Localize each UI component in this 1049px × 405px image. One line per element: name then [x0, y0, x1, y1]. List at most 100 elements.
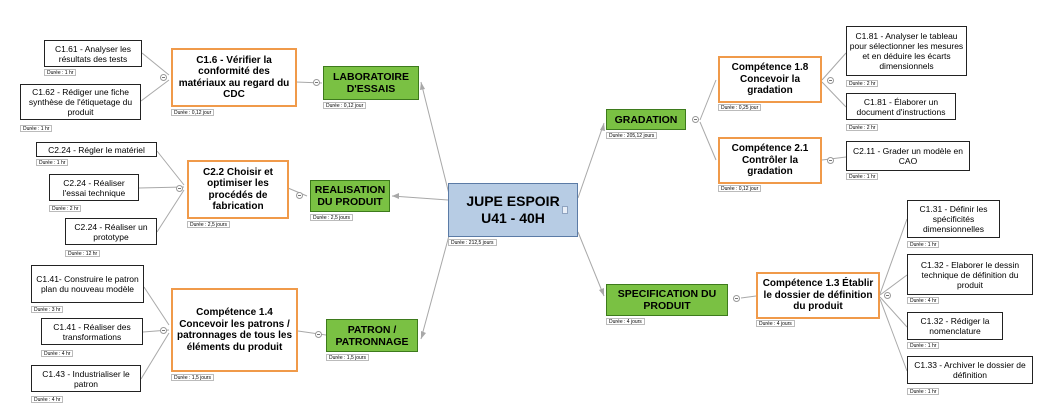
task-c211-label: C2.11 - Grader un modèle en CAO: [853, 146, 963, 166]
task-c131[interactable]: C1.31 - Définir les spécificités dimensi…: [907, 200, 1000, 238]
task-c161[interactable]: C1.61 - Analyser les résultats des tests: [44, 40, 142, 67]
connector-c22-t224a: [156, 150, 185, 186]
competence-c22-duration: Durée : 2,5 jours: [187, 221, 230, 228]
task-c181-elaborer-duration: Durée : 2 hr: [846, 124, 879, 131]
collapse-toggle-specification[interactable]: [733, 295, 740, 302]
branch-patron[interactable]: PATRON / PATRONNAGE: [326, 319, 418, 352]
task-c143[interactable]: C1.43 - Industrialiser le patron: [31, 365, 141, 392]
collapse-toggle-c21[interactable]: [827, 157, 834, 164]
task-c181-elaborer-label: C1.81 - Élaborer un document d'instructi…: [856, 96, 946, 117]
task-c162-label: C1.62 - Rédiger une fiche synthèse de l'…: [28, 87, 133, 117]
task-c224-regler[interactable]: C2.24 - Régler le matériel: [36, 142, 157, 157]
task-c161-duration: Durée : 1 hr: [44, 69, 77, 76]
task-c162-duration: Durée : 1 hr: [20, 125, 53, 132]
collapse-toggle-realisation[interactable]: [296, 192, 303, 199]
competence-c13[interactable]: Compétence 1.3 Établir le dossier de déf…: [756, 272, 880, 319]
branch-realisation[interactable]: REALISATION DU PRODUIT: [310, 180, 390, 212]
competence-c14-label: Compétence 1.4 Concevoir les patrons / p…: [176, 307, 293, 353]
task-c133[interactable]: C1.33 - Archiver le dossier de définitio…: [907, 356, 1033, 384]
collapse-toggle-patron[interactable]: [315, 331, 322, 338]
task-c141-transformations-label: C1.41 - Réaliser des transformations: [53, 321, 131, 342]
task-c132-dessin-label: C1.32 - Elaborer le dessin technique de …: [920, 259, 1020, 290]
task-c132-nomenclature[interactable]: C1.32 - Rédiger la nomenclature: [907, 312, 1003, 340]
branch-laboratoire-duration: Durée : 0,12 jour: [323, 102, 367, 109]
branch-patron-duration: Durée : 1,5 jours: [326, 354, 369, 361]
connector-central-gradation: [577, 122, 605, 199]
connector-c13-t133: [879, 298, 908, 372]
competence-c16[interactable]: C1.6 - Vérifier la conformité des matéri…: [171, 48, 297, 107]
connector-central-laboratoire: [420, 81, 451, 199]
task-c224-prototype-label: C2.24 - Réaliser un prototype: [74, 221, 148, 242]
competence-c21[interactable]: Compétence 2.1 Contrôler la gradation: [718, 137, 822, 184]
branch-specification[interactable]: SPECIFICATION DU PRODUIT: [606, 284, 728, 316]
task-c131-duration: Durée : 1 hr: [907, 241, 940, 248]
task-c224-essai-label: C2.24 - Réaliser l'essai technique: [62, 177, 126, 198]
connector-c16-t162: [140, 79, 170, 102]
task-c133-duration: Durée : 1 hr: [907, 388, 940, 395]
task-c141-transformations[interactable]: C1.41 - Réaliser des transformations: [41, 318, 143, 345]
branch-laboratoire-label: LABORATOIRE D'ESSAIS: [332, 71, 410, 95]
task-c181-analyser-label: C1.81 - Analyser le tableau pour sélecti…: [849, 31, 964, 71]
arrowhead-realisation: [392, 193, 399, 199]
task-c141-construire[interactable]: C1.41- Construire le patron plan du nouv…: [31, 265, 144, 303]
branch-specification-label: SPECIFICATION DU PRODUIT: [617, 288, 717, 312]
branch-patron-label: PATRON / PATRONNAGE: [335, 323, 409, 348]
collapse-toggle-gradation[interactable]: [692, 116, 699, 123]
collapse-toggle-c22[interactable]: [176, 185, 183, 192]
task-c141-construire-label: C1.41- Construire le patron plan du nouv…: [36, 274, 139, 294]
competence-c18-label: Compétence 1.8 Concevoir la gradation: [731, 62, 809, 97]
branch-laboratoire[interactable]: LABORATOIRE D'ESSAIS: [323, 66, 419, 100]
competence-c14-duration: Durée : 1,5 jours: [171, 374, 214, 381]
collapse-toggle-c16[interactable]: [160, 74, 167, 81]
competence-c21-duration: Durée : 0,12 jour: [718, 185, 762, 192]
task-c181-analyser[interactable]: C1.81 - Analyser le tableau pour sélecti…: [846, 26, 967, 76]
connector-central-specification: [577, 231, 605, 297]
task-c224-essai[interactable]: C2.24 - Réaliser l'essai technique: [49, 174, 139, 201]
collapse-toggle-laboratoire[interactable]: [313, 79, 320, 86]
collapse-toggle-c14[interactable]: [160, 327, 167, 334]
connector-c14-t143: [140, 332, 170, 380]
task-c224-essai-duration: Durée : 2 hr: [49, 205, 82, 212]
competence-c21-label: Compétence 2.1 Contrôler la gradation: [731, 143, 809, 178]
task-c132-nomenclature-label: C1.32 - Rédiger la nomenclature: [920, 316, 990, 336]
task-c224-regler-label: C2.24 - Régler le matériel: [48, 144, 145, 155]
note-icon[interactable]: [562, 206, 568, 214]
central-node[interactable]: JUPE ESPOIR U41 - 40H: [448, 183, 578, 237]
task-c132-nomenclature-duration: Durée : 1 hr: [907, 342, 940, 349]
competence-c13-duration: Durée : 4 jours: [756, 320, 795, 327]
connector-gradation-c21: [699, 121, 717, 161]
branch-gradation-label: GRADATION: [614, 113, 678, 126]
connector-c21-t211: [821, 156, 847, 161]
task-c181-elaborer[interactable]: C1.81 - Élaborer un document d'instructi…: [846, 93, 956, 120]
task-c141-transformations-duration: Durée : 4 hr: [41, 350, 74, 357]
task-c132-dessin-duration: Durée : 4 hr: [907, 297, 940, 304]
connector-c16-t161: [141, 52, 170, 76]
connector-c14-t141a: [143, 286, 170, 326]
collapse-toggle-c18[interactable]: [827, 77, 834, 84]
collapse-toggle-c13[interactable]: [884, 292, 891, 299]
arrowhead-laboratoire: [420, 82, 425, 90]
connector-c22-t224c: [156, 189, 185, 233]
task-c211[interactable]: C2.11 - Grader un modèle en CAO: [846, 141, 970, 171]
competence-c22-label: C2.2 Choisir et optimiser les procédés d…: [202, 166, 274, 213]
competence-c18[interactable]: Compétence 1.8 Concevoir la gradation: [718, 56, 822, 103]
arrowhead-gradation: [600, 123, 605, 131]
task-c224-prototype[interactable]: C2.24 - Réaliser un prototype: [65, 218, 157, 245]
task-c161-label: C1.61 - Analyser les résultats des tests: [54, 43, 132, 64]
task-c132-dessin[interactable]: C1.32 - Elaborer le dessin technique de …: [907, 254, 1033, 295]
task-c162[interactable]: C1.62 - Rédiger une fiche synthèse de l'…: [20, 84, 141, 120]
competence-c13-label: Compétence 1.3 Établir le dossier de déf…: [762, 278, 874, 313]
competence-c18-duration: Durée : 0,25 jour: [718, 104, 762, 111]
arrowhead-patron: [421, 331, 426, 339]
task-c181-analyser-duration: Durée : 2 hr: [846, 80, 879, 87]
central-duration: Durée : 212,5 jours: [448, 239, 497, 246]
branch-gradation[interactable]: GRADATION: [606, 109, 686, 130]
central-title: JUPE ESPOIR U41 - 40H: [466, 193, 560, 226]
branch-gradation-duration: Durée : 205,12 jours: [606, 132, 658, 139]
connector-c13-t131: [879, 218, 908, 295]
connector-central-patron: [420, 231, 451, 340]
competence-c14[interactable]: Compétence 1.4 Concevoir les patrons / p…: [171, 288, 298, 372]
connector-central-realisation: [391, 195, 449, 201]
competence-c22[interactable]: C2.2 Choisir et optimiser les procédés d…: [187, 160, 289, 219]
competence-c16-duration: Durée : 0,12 jour: [171, 109, 215, 116]
